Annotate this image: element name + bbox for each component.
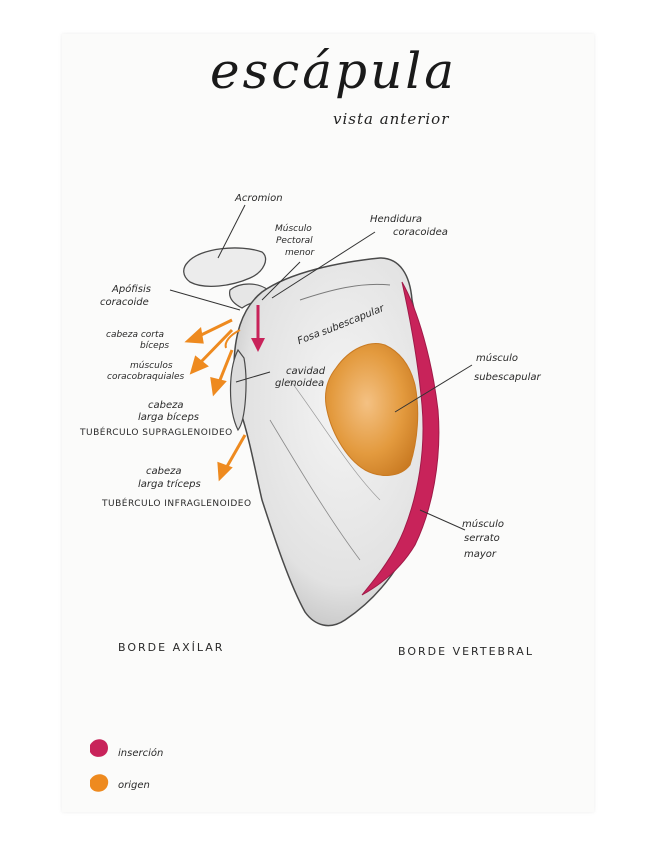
label-apofisis-2: coracoide <box>100 297 149 309</box>
label-musculo-pectoral-3: menor <box>285 248 314 259</box>
label-serrato-3: mayor <box>464 549 496 561</box>
biceps-long-head-arrowhead <box>212 379 224 393</box>
biceps-short-head-arrowhead <box>188 330 202 342</box>
triceps-long-head-arrow <box>225 435 245 470</box>
label-serrato-2: serrato <box>464 533 500 545</box>
label-hendidura-1: Hendidura <box>370 214 422 226</box>
label-hendidura-2: coracoidea <box>393 227 448 239</box>
legend-label-origen: origen <box>118 780 150 792</box>
legend-swatch-origen <box>90 774 108 792</box>
label-borde-axilar: BORDE AXÍLAR <box>118 641 224 654</box>
legend-label-insercion: inserción <box>118 748 163 760</box>
label-coracobraquiales-1: músculos <box>130 361 173 372</box>
label-biceps-corta-1: cabeza corta <box>106 330 164 341</box>
page-title: escápula <box>210 42 457 100</box>
label-infraglenoideo: TUBÉRCULO INFRAGLENOIDEO <box>102 499 252 509</box>
label-musculo-pectoral-1: Músculo <box>275 224 312 235</box>
triceps-long-head-arrowhead <box>219 464 230 478</box>
label-apofisis-1: Apófisis <box>112 284 151 296</box>
label-cavidad-2: glenoidea <box>275 378 324 390</box>
label-biceps-larga-1: cabeza <box>148 400 184 412</box>
acromion-shape <box>184 248 266 286</box>
label-biceps-larga-2: larga bíceps <box>138 412 199 424</box>
page-subtitle: vista anterior <box>333 110 449 128</box>
label-acromion: Acromion <box>235 193 283 205</box>
label-supraglenoideo: TUBÉRCULO SUPRAGLENOIDEO <box>80 428 233 438</box>
legend-swatch-insercion <box>90 739 108 757</box>
label-borde-vertebral: BORDE VERTEBRAL <box>398 645 534 658</box>
label-subescapular-2: subescapular <box>474 372 541 384</box>
label-cavidad-1: cavidad <box>286 366 325 378</box>
label-triceps-1: cabeza <box>146 466 182 478</box>
label-subescapular-1: músculo <box>476 353 518 365</box>
label-biceps-corta-2: bíceps <box>140 341 169 352</box>
label-musculo-pectoral-2: Pectoral <box>276 236 313 247</box>
label-coracobraquiales-2: coracobraquiales <box>107 372 184 383</box>
label-serrato-1: músculo <box>462 519 504 531</box>
leader-serrato <box>420 510 465 530</box>
label-triceps-2: larga tríceps <box>138 479 201 491</box>
